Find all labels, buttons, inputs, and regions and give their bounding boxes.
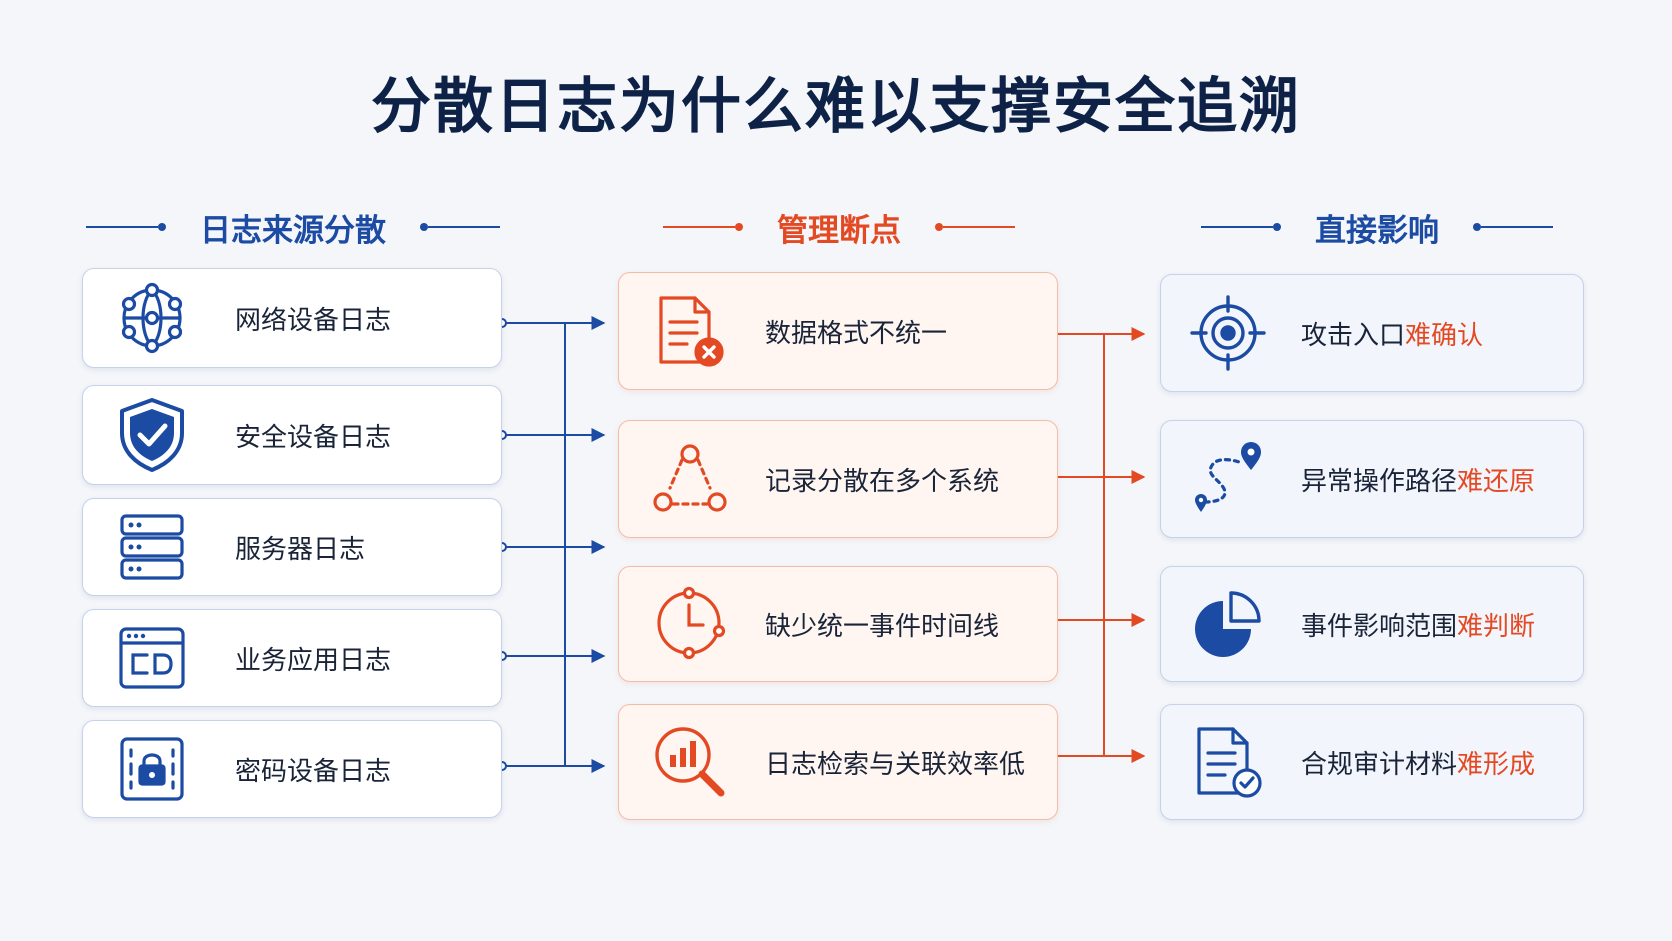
source-label: 安全设备日志 bbox=[235, 423, 392, 453]
source-connector-4 bbox=[497, 649, 606, 663]
source-connector-2 bbox=[497, 428, 606, 442]
source-label: 网络设备日志 bbox=[235, 306, 392, 336]
breakpoints-heading-text: 管理断点 bbox=[777, 212, 901, 249]
source-connector-5 bbox=[497, 759, 606, 773]
sources-heading: 日志来源分散 bbox=[80, 205, 506, 249]
breakpoint-label: 日志检索与关联效率低 bbox=[765, 750, 1026, 780]
source-connector-3 bbox=[497, 540, 606, 554]
impact-label: 合规审计材料难形成 bbox=[1301, 750, 1536, 780]
breakpoint-card-format: 数据格式不统一 bbox=[618, 272, 1058, 390]
breakpoint-label: 记录分散在多个系统 bbox=[765, 467, 1000, 497]
source-label: 业务应用日志 bbox=[235, 646, 392, 676]
route-pins-icon bbox=[1189, 440, 1267, 518]
source-connectors bbox=[497, 316, 606, 773]
impacts-heading-text: 直接影响 bbox=[1315, 212, 1439, 249]
source-label: 服务器日志 bbox=[235, 535, 366, 565]
source-card-application: 业务应用日志 bbox=[82, 609, 502, 707]
page-title: 分散日志为什么难以支撑安全追溯 bbox=[371, 72, 1301, 142]
source-card-crypto: 密码设备日志 bbox=[82, 720, 502, 818]
impact-card-scope: 事件影响范围难判断 bbox=[1160, 566, 1584, 682]
sources-heading-text: 日志来源分散 bbox=[200, 212, 386, 249]
breakpoint-label: 数据格式不统一 bbox=[765, 319, 948, 349]
impacts-heading: 直接影响 bbox=[1172, 205, 1582, 249]
scattered-nodes-icon bbox=[651, 440, 729, 518]
app-window-icon bbox=[113, 619, 191, 697]
search-chart-icon bbox=[651, 723, 729, 801]
impact-card-path: 异常操作路径难还原 bbox=[1160, 420, 1584, 538]
source-card-security: 安全设备日志 bbox=[82, 385, 502, 485]
target-icon bbox=[1189, 294, 1267, 372]
breakpoint-card-scattered: 记录分散在多个系统 bbox=[618, 420, 1058, 538]
impact-connectors bbox=[1058, 327, 1146, 763]
breakpoint-label: 缺少统一事件时间线 bbox=[765, 612, 1000, 642]
source-card-server: 服务器日志 bbox=[82, 498, 502, 596]
breakpoint-card-timeline: 缺少统一事件时间线 bbox=[618, 566, 1058, 682]
crypto-lock-icon bbox=[113, 730, 191, 808]
source-card-network: 网络设备日志 bbox=[82, 268, 502, 368]
breakpoint-card-search: 日志检索与关联效率低 bbox=[618, 704, 1058, 820]
impact-card-audit: 合规审计材料难形成 bbox=[1160, 704, 1584, 820]
network-icon bbox=[113, 279, 191, 357]
document-error-icon bbox=[651, 292, 729, 370]
server-icon bbox=[113, 508, 191, 586]
breakpoints-heading: 管理断点 bbox=[624, 205, 1054, 249]
document-check-icon bbox=[1189, 723, 1267, 801]
shield-check-icon bbox=[113, 396, 191, 474]
impact-label: 事件影响范围难判断 bbox=[1301, 612, 1536, 642]
source-connector-1 bbox=[497, 316, 606, 330]
impact-label: 攻击入口难确认 bbox=[1301, 321, 1484, 351]
source-label: 密码设备日志 bbox=[235, 757, 392, 787]
impact-card-entry: 攻击入口难确认 bbox=[1160, 274, 1584, 392]
impact-label: 异常操作路径难还原 bbox=[1301, 467, 1536, 497]
clock-timeline-icon bbox=[651, 585, 729, 663]
pie-chart-icon bbox=[1189, 585, 1267, 663]
